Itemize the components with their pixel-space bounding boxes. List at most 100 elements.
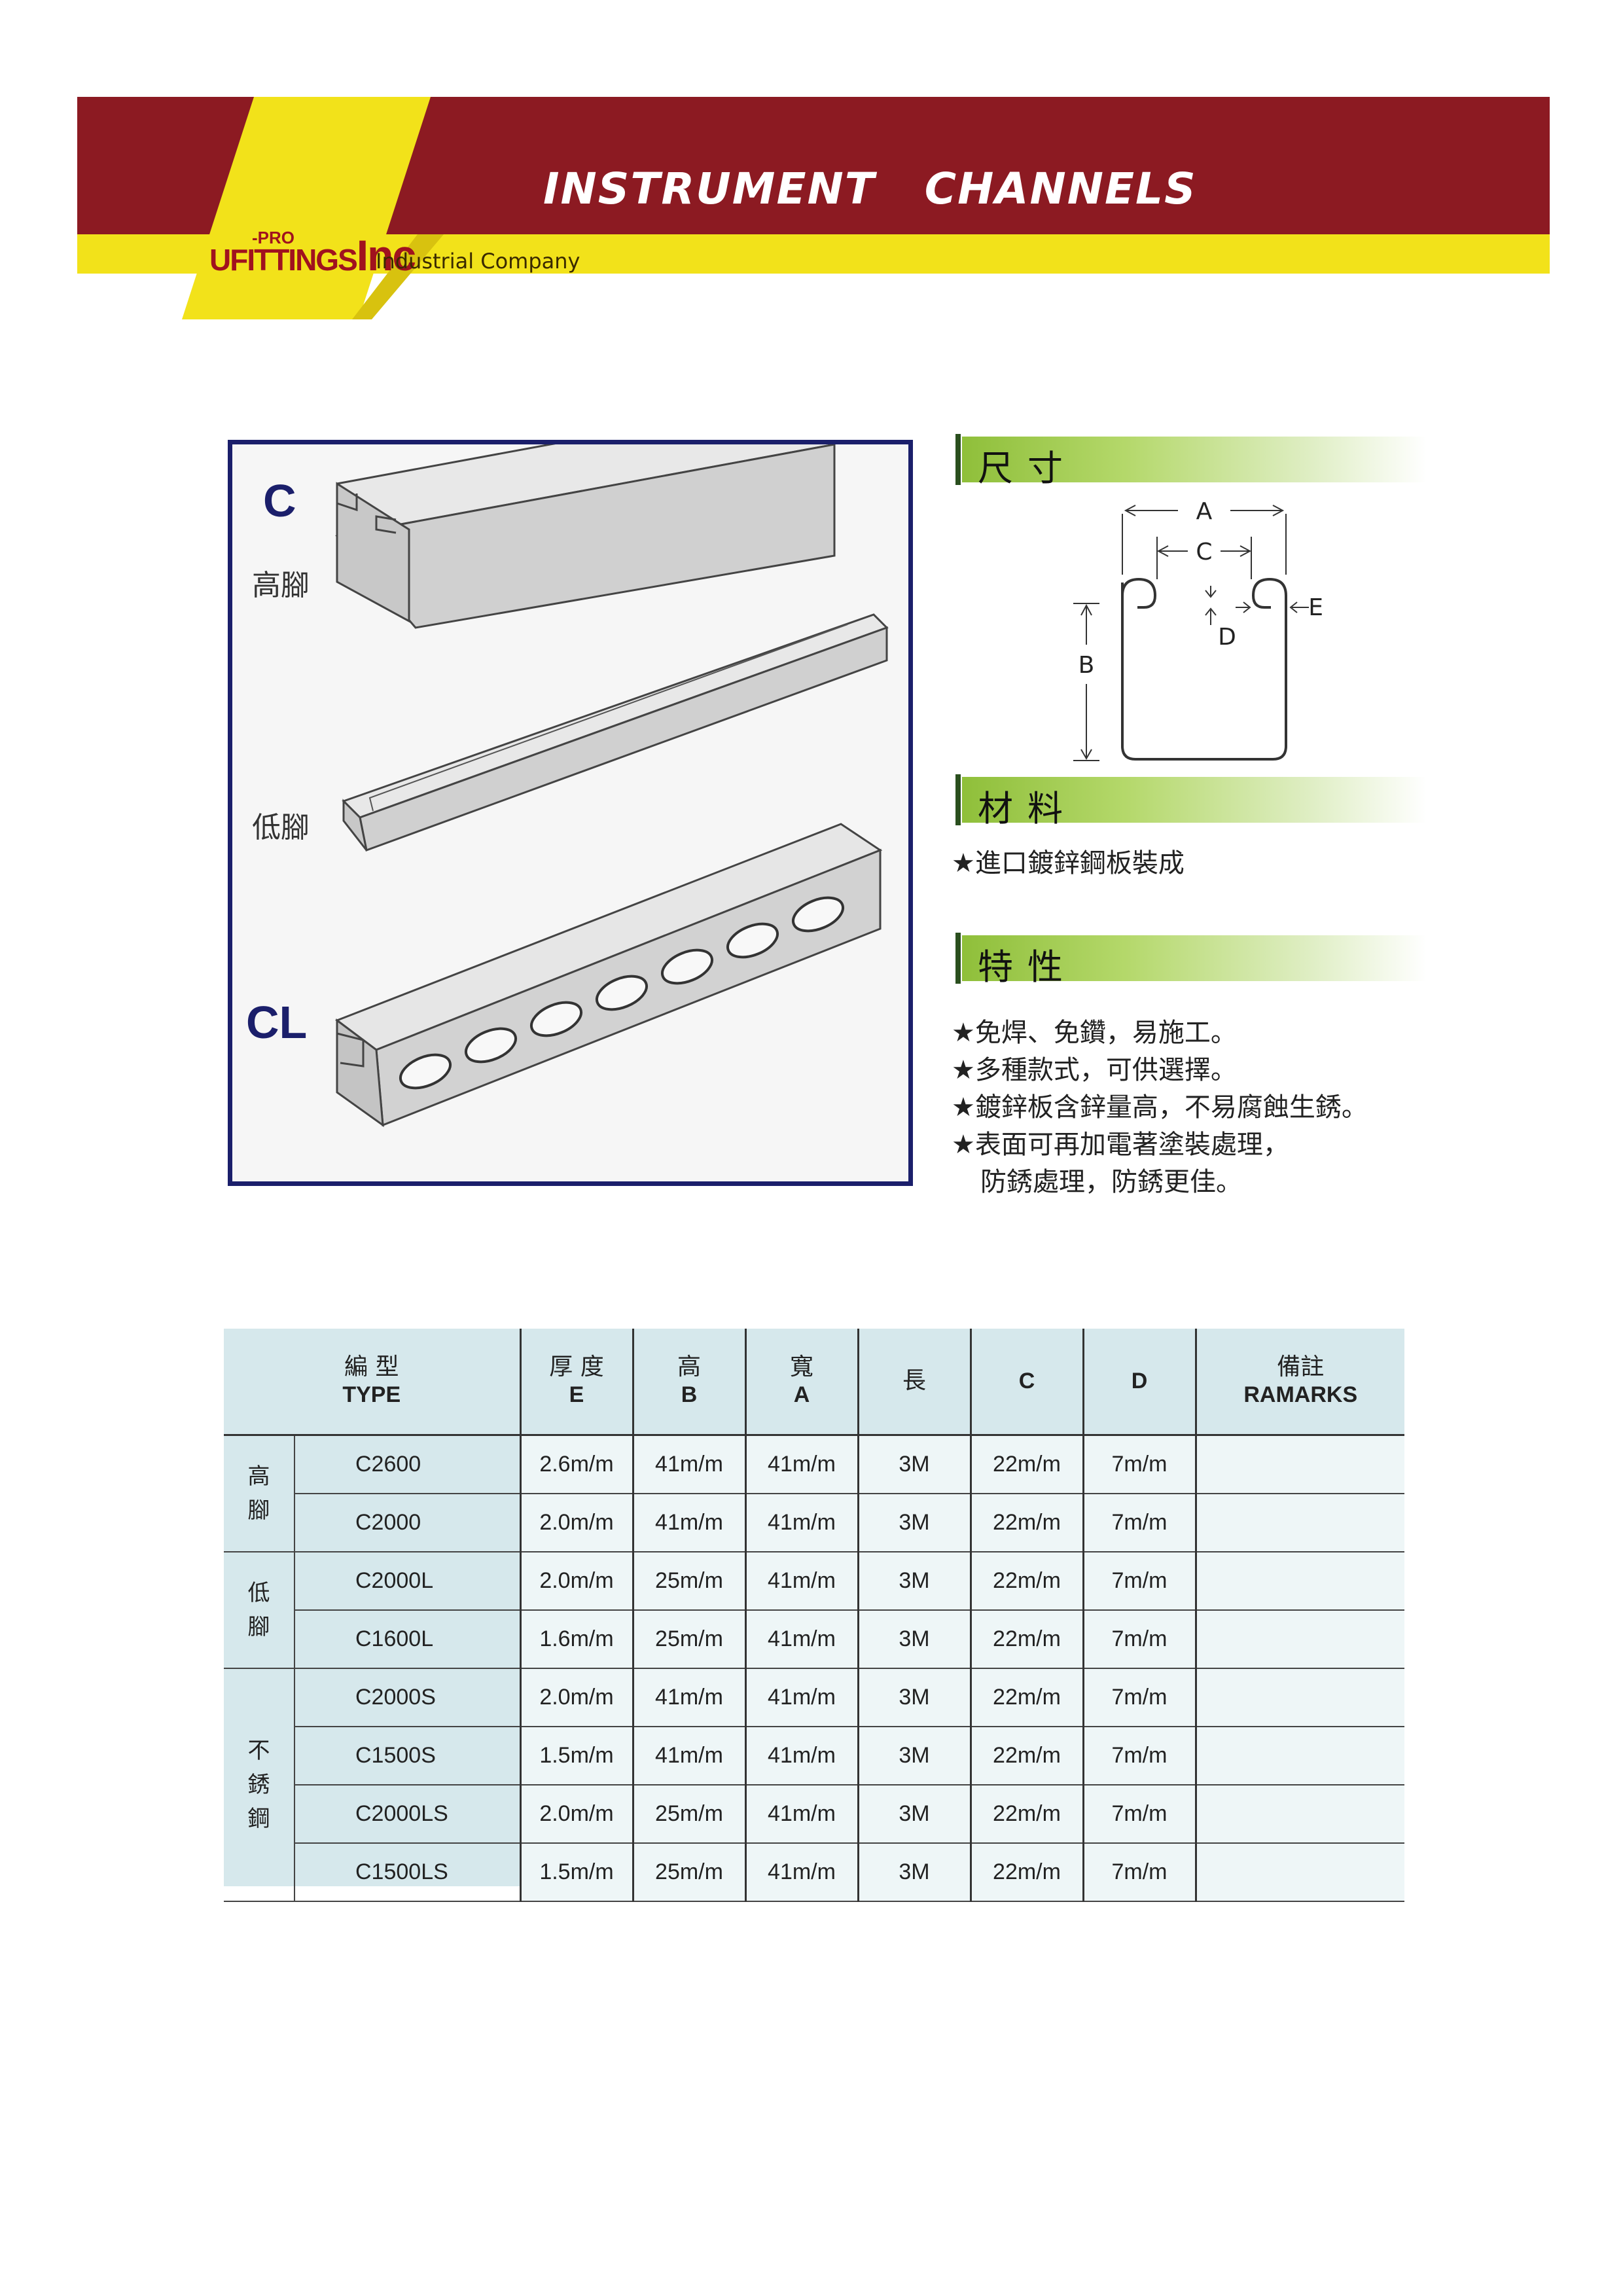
table-row: C1600L 1.6m/m 25m/m 41m/m 3M 22m/m 7m/m [224, 1609, 1404, 1669]
col-header-length: 長 [858, 1329, 972, 1436]
cell-width: 41m/m [745, 1726, 859, 1785]
table-row: 高 腳 C2600 2.6m/m 41m/m 41m/m 3M 22m/m 7m… [224, 1435, 1404, 1552]
cell-width: 41m/m [745, 1842, 859, 1902]
dim-label-b: B [1079, 652, 1095, 679]
group-label-stainless: 不 銹 鋼 [224, 1668, 295, 1902]
cell-d: 7m/m [1083, 1668, 1197, 1727]
dim-label-e: E [1308, 594, 1322, 621]
cell-width: 41m/m [745, 1609, 859, 1669]
cell-remarks [1196, 1609, 1404, 1669]
cell-thickness: 2.0m/m [520, 1493, 634, 1552]
cell-type: C2000L [294, 1551, 522, 1611]
cell-width: 41m/m [745, 1551, 859, 1611]
channels-illustration [334, 391, 889, 1128]
cell-type: C2000LS [294, 1784, 522, 1844]
cell-height: 41m/m [633, 1668, 747, 1727]
cell-d: 7m/m [1083, 1609, 1197, 1669]
section-title-dimensions: 尺寸 [978, 448, 1077, 489]
cell-width: 41m/m [745, 1784, 859, 1844]
col-header-c: C [971, 1329, 1084, 1436]
cell-height: 41m/m [633, 1435, 747, 1494]
cell-height: 25m/m [633, 1842, 747, 1902]
channel-dimension-diagram: A C D E B [1073, 498, 1322, 761]
feature-item: ★多種款式，可供選擇。 [952, 1055, 1237, 1085]
section-title-features: 特性 [978, 946, 1077, 988]
table-row: C1500LS 1.5m/m 25m/m 41m/m 3M 22m/m 7m/m [224, 1842, 1404, 1902]
cell-length: 3M [858, 1609, 972, 1669]
cell-thickness: 2.0m/m [520, 1551, 634, 1611]
cell-c: 22m/m [971, 1551, 1084, 1611]
cell-width: 41m/m [745, 1435, 859, 1494]
logo-suffix-text: Inc [356, 231, 416, 279]
product-illustration-box [228, 391, 913, 1186]
cell-type: C1600L [294, 1609, 522, 1669]
cell-height: 25m/m [633, 1609, 747, 1669]
table-row: C2000LS 2.0m/m 25m/m 41m/m 3M 22m/m 7m/m [224, 1784, 1404, 1844]
cell-d: 7m/m [1083, 1435, 1197, 1494]
cell-thickness: 1.5m/m [520, 1726, 634, 1785]
cell-length: 3M [858, 1726, 972, 1785]
cell-type: C2600 [294, 1435, 522, 1494]
cell-thickness: 2.0m/m [520, 1784, 634, 1844]
cell-thickness: 1.6m/m [520, 1609, 634, 1669]
feature-item: ★免焊、免鑽，易施工。 [952, 1018, 1237, 1048]
cell-d: 7m/m [1083, 1726, 1197, 1785]
cell-length: 3M [858, 1493, 972, 1552]
section-header-dimensions: 尺寸 [955, 434, 1427, 489]
cell-c: 22m/m [971, 1609, 1084, 1669]
cell-c: 22m/m [971, 1435, 1084, 1494]
feature-item: ★表面可再加電著塗裝處理， [952, 1130, 1289, 1160]
cell-c: 22m/m [971, 1668, 1084, 1727]
material-description: ★進口鍍鋅鋼板裝成 [952, 848, 1185, 878]
section-title-material: 材料 [978, 788, 1077, 829]
cell-remarks [1196, 1493, 1404, 1552]
cell-length: 3M [858, 1784, 972, 1844]
section-header-material: 材料 [955, 774, 1427, 829]
table-row: 低 腳 C2000L 2.0m/m 25m/m 41m/m 3M 22m/m 7… [224, 1551, 1404, 1669]
cell-height: 41m/m [633, 1493, 747, 1552]
product-code-c: C [263, 475, 296, 526]
cell-length: 3M [858, 1842, 972, 1902]
cell-width: 41m/m [745, 1668, 859, 1727]
cell-d: 7m/m [1083, 1493, 1197, 1552]
cell-remarks [1196, 1842, 1404, 1902]
dim-label-d: D [1218, 624, 1236, 651]
feature-item-continuation: 防銹處理，防銹更佳。 [980, 1167, 1242, 1197]
cell-d: 7m/m [1083, 1842, 1197, 1902]
cell-type: C1500S [294, 1726, 522, 1785]
cell-length: 3M [858, 1668, 972, 1727]
cell-c: 22m/m [971, 1726, 1084, 1785]
cell-remarks [1196, 1668, 1404, 1727]
cell-c: 22m/m [971, 1842, 1084, 1902]
cell-length: 3M [858, 1551, 972, 1611]
cell-d: 7m/m [1083, 1784, 1197, 1844]
cell-type: C2000 [294, 1493, 522, 1552]
cell-remarks [1196, 1551, 1404, 1611]
cell-thickness: 1.5m/m [520, 1842, 634, 1902]
cell-c: 22m/m [971, 1493, 1084, 1552]
section-header-features: 特性 [955, 933, 1427, 988]
cell-c: 22m/m [971, 1784, 1084, 1844]
dim-label-a: A [1196, 498, 1213, 525]
dim-label-c: C [1196, 539, 1212, 565]
cell-remarks [1196, 1435, 1404, 1494]
label-high-leg: 高腳 [252, 569, 310, 602]
logo-slant-shape [182, 97, 444, 319]
table-row: C1500S 1.5m/m 41m/m 41m/m 3M 22m/m 7m/m [224, 1726, 1404, 1785]
cell-width: 41m/m [745, 1493, 859, 1552]
company-subtitle: Industrial Company [376, 249, 580, 274]
cell-d: 7m/m [1083, 1551, 1197, 1611]
cell-type: C2000S [294, 1668, 522, 1727]
company-logo: UFITTINGSInc [209, 230, 416, 280]
feature-item: ★鍍鋅板含鋅量高，不易腐蝕生銹。 [952, 1092, 1368, 1122]
cell-height: 41m/m [633, 1726, 747, 1785]
cell-remarks [1196, 1726, 1404, 1785]
group-label-high: 高 腳 [224, 1435, 295, 1552]
